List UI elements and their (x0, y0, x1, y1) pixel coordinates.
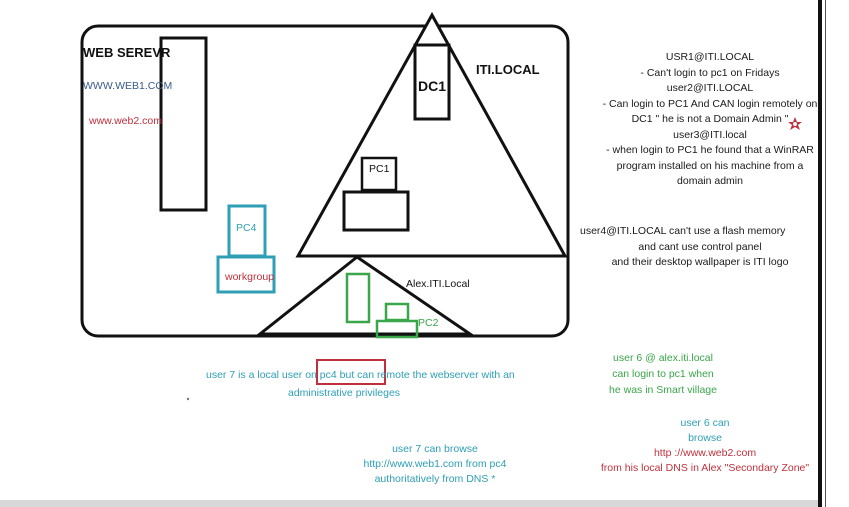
alex-triangle (255, 255, 475, 336)
alex-dc-box (345, 272, 371, 324)
note-line: http://www.web1.com from pc4 (363, 458, 507, 470)
note-line: user2@ITI.LOCAL (666, 82, 754, 94)
note-line: - Can login to PC1 And CAN login remotel… (602, 97, 818, 110)
iti-local-triangle (295, 11, 568, 258)
note-line: user 7 can browse (392, 443, 478, 455)
network-boundary (80, 24, 570, 338)
note-line: USR1@ITI.LOCAL (665, 51, 755, 63)
note-line: authoritatively from DNS * (374, 473, 496, 485)
user7-post: the webserver with an (409, 369, 515, 381)
note-line: user3@ITI.local (673, 128, 747, 141)
user7-browse-note: user 7 can browse http://www.web1.com fr… (360, 442, 510, 487)
pc1-case (342, 190, 410, 232)
remote-highlight-box (316, 359, 386, 385)
red-star-icon (788, 117, 802, 130)
user6-browse-note: user 6 can browse http ://www.web2.com f… (600, 416, 810, 476)
note-line: - Can't login to pc1 on Fridays (640, 66, 780, 79)
user7-boxed: but can remote (339, 369, 410, 381)
note-line: user 6 can (680, 417, 730, 429)
note-line: browse (688, 432, 722, 444)
note-line: http ://www.web2.com (653, 447, 757, 459)
user-notes-block: USR1@ITI.LOCAL - Can't login to pc1 on F… (600, 50, 820, 190)
note-line: and their desktop wallpaper is ITI logo (611, 256, 789, 268)
right-border (818, 0, 822, 507)
note-line: and cant use control panel (638, 240, 762, 253)
user4-notes: user4@ITI.LOCAL can't use a flash memory… (580, 224, 820, 271)
note-line: user 6 @ alex.iti.local (613, 352, 713, 364)
note-line: he was in Smart village (609, 384, 717, 396)
user7-pre: user 7 is a local user on pc4 (206, 369, 337, 381)
web-server-label: WEB SEREVR (83, 45, 171, 60)
note-line: from his local DNS in Alex "Secondary Zo… (600, 462, 810, 474)
pc1-label: PC1 (369, 163, 390, 175)
web2-label: www.web2.com (89, 115, 162, 127)
right-border-inner (825, 0, 826, 507)
user7-note-line1: user 7 is a local user on pc4 but can re… (206, 368, 515, 383)
dc1-label: DC1 (418, 78, 447, 94)
workgroup-label: workgroup (225, 271, 275, 283)
pc2-case (375, 319, 419, 339)
alex-label: Alex.ITI.Local (406, 278, 470, 290)
pc4-case (216, 255, 276, 294)
note-line: - when login to PC1 he found that a WinR… (606, 144, 814, 156)
user7-note-line2: administrative privileges (288, 387, 401, 399)
note-line: DC1 " he is not a Domain Admin " (631, 113, 789, 125)
iti-local-label: ITI.LOCAL (476, 62, 540, 77)
dc1-box (413, 43, 451, 121)
note-line: domain admin (677, 175, 743, 187)
dot (186, 397, 190, 401)
pc1-monitor (360, 156, 398, 192)
note-line: can login to pc1 when (612, 368, 714, 380)
note-line: program installed on his machine from a (616, 159, 804, 172)
web-server-box (159, 36, 208, 212)
pc4-label: PC4 (236, 222, 257, 234)
web1-label: WWW.WEB1.COM (83, 80, 173, 92)
note-line: user4@ITI.LOCAL can't use a flash memory (580, 225, 786, 237)
pc2-label: PC2 (418, 317, 439, 329)
bottom-strip (0, 500, 818, 507)
user6-alex-note: user 6 @ alex.iti.local can login to pc1… (598, 350, 728, 398)
